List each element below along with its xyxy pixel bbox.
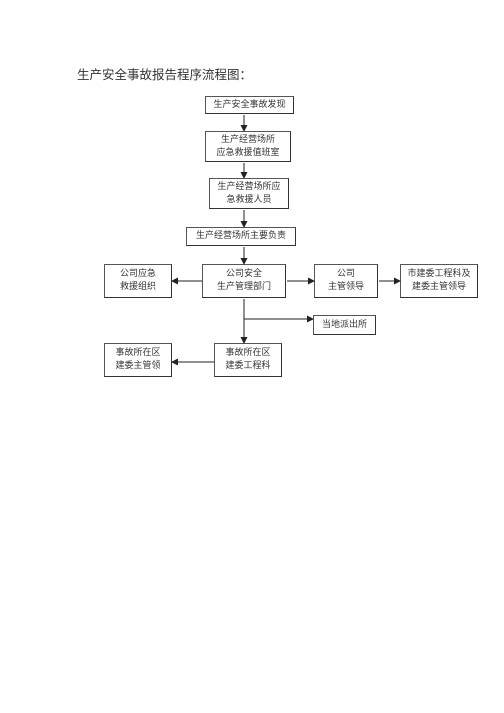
node-discovery: 生产安全事故发现	[205, 96, 294, 114]
node-company-leader-line-2: 主管领导	[327, 282, 364, 292]
node-city-leader: 市建委工程科及 建委主管领导	[400, 264, 478, 298]
page-title: 生产安全事故报告程序流程图：	[77, 67, 253, 82]
node-police-line-1: 当地派出所	[321, 319, 367, 330]
node-district-eng-line-1: 事故所在区	[225, 348, 271, 358]
node-emergency-org-line-2: 救援组织	[119, 282, 156, 292]
node-emergency-org-line-1: 公司应急	[119, 269, 156, 279]
node-district-leader: 事故所在区 建委主管领	[104, 343, 172, 377]
node-safety-dept-line-1: 公司安全	[225, 269, 262, 279]
node-duty-room-line-1: 生产经营场所	[220, 134, 275, 145]
node-police: 当地派出所	[313, 315, 376, 335]
node-city-leader-line-1: 市建委工程科及	[407, 269, 471, 279]
node-rescue-staff-line-1: 生产经营场所应	[217, 181, 281, 192]
node-discovery-line-1: 生产安全事故发现	[213, 99, 286, 110]
node-city-leader-line-2: 建委主管领导	[411, 282, 466, 292]
node-duty-room: 生产经营场所 应急救援值班室	[205, 131, 291, 162]
node-safety-dept-line-2: 生产管理部门	[216, 282, 271, 292]
node-district-eng: 事故所在区 建委工程科	[214, 343, 282, 377]
node-district-eng-line-2: 建委工程科	[225, 361, 271, 371]
node-duty-room-line-2: 应急救援值班室	[216, 147, 280, 158]
node-company-leader: 公司 主管领导	[314, 264, 378, 298]
node-company-leader-line-1: 公司	[336, 269, 355, 279]
node-district-leader-line-1: 事故所在区	[115, 348, 161, 358]
node-rescue-staff-line-2: 急救援人员	[226, 194, 272, 205]
node-safety-dept: 公司安全 生产管理部门	[202, 264, 286, 298]
node-district-leader-line-2: 建委主管领	[115, 361, 161, 371]
node-rescue-staff: 生产经营场所应 急救援人员	[209, 178, 289, 209]
node-principal-line-1: 生产经营场所主要负责	[195, 231, 286, 241]
